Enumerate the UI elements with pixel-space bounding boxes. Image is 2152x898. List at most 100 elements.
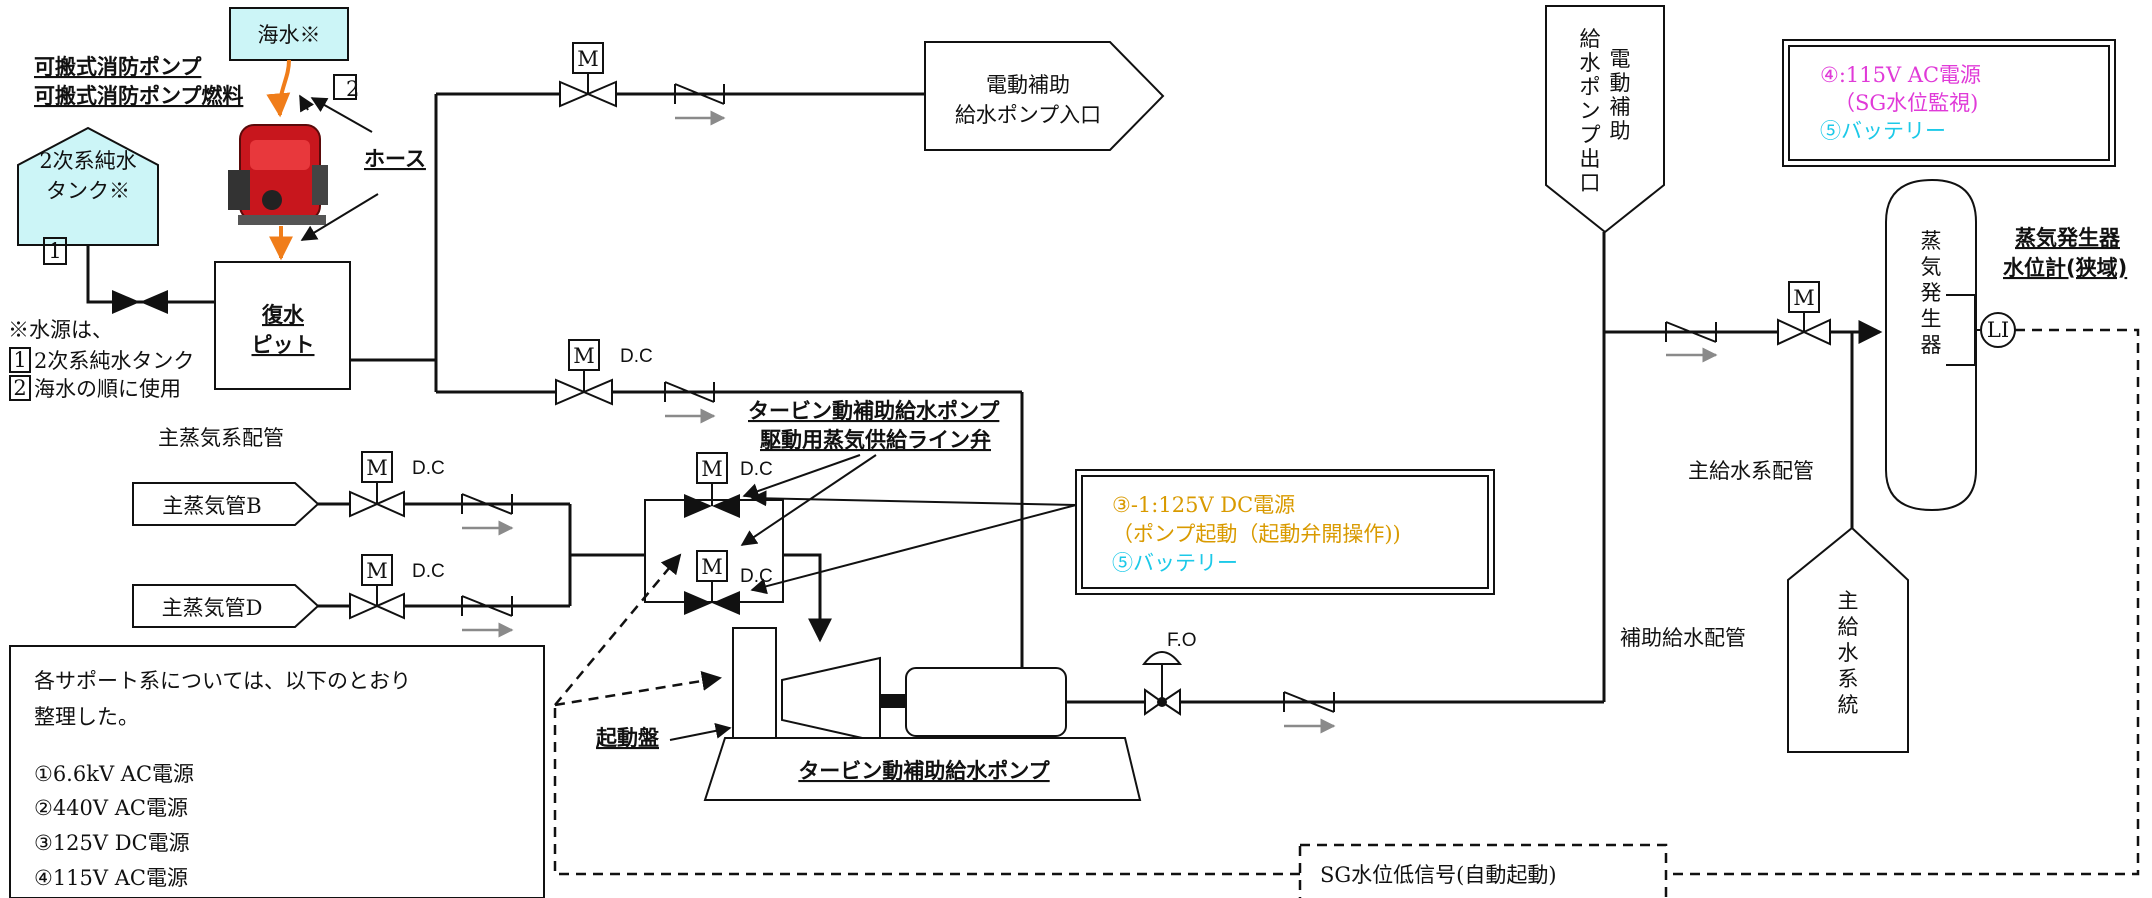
svg-text:口: 口: [1580, 171, 1601, 195]
power-125v-line1: ③-1:125V DC電源: [1112, 493, 1295, 517]
svg-text:D.C: D.C: [412, 561, 445, 582]
main-steam-d: 主蒸気管D: [132, 584, 320, 628]
starter-panel-label: 起動盤: [595, 726, 660, 750]
water-note-title: ※水源は、: [8, 318, 113, 342]
motor-valve-lower: M D.C: [555, 339, 653, 406]
num1-label: 1: [48, 239, 61, 263]
main-feed-system: 主 給 水 系 統: [1787, 526, 1909, 753]
num2-seawater: 2: [346, 77, 359, 101]
svg-text:水: 水: [1838, 641, 1859, 665]
portable-pump-image: [228, 124, 328, 225]
svg-text:発: 発: [1921, 281, 1942, 305]
svg-text:D.C: D.C: [740, 459, 773, 480]
motor-valve-upper: M: [559, 42, 617, 108]
svg-text:主: 主: [1838, 589, 1859, 613]
svg-text:M: M: [577, 47, 599, 71]
svg-text:M: M: [701, 555, 723, 579]
svg-text:M: M: [573, 344, 595, 368]
svg-text:主蒸気管B: 主蒸気管B: [162, 494, 261, 518]
steam-generator: 蒸 気 発 生 器: [1885, 178, 1977, 512]
power-115v-line2: （SG水位監視): [1834, 91, 1978, 115]
svg-text:水: 水: [1580, 51, 1601, 75]
power-115v-line1: ④:115V AC電源: [1820, 63, 1981, 87]
pure-water-label-2: タンク※: [46, 179, 130, 203]
power-box-115v: ④:115V AC電源 （SG水位監視) ⑤バッテリー: [1782, 39, 2116, 167]
motor-valve-steam-b: M D.C: [349, 451, 445, 518]
svg-text:動: 動: [1610, 71, 1631, 95]
support-note-line2: 整理した。: [34, 705, 139, 729]
svg-text:器: 器: [1921, 333, 1942, 357]
support-item-1: ①6.6kV AC電源: [34, 762, 194, 786]
svg-text:D.C: D.C: [620, 346, 653, 367]
svg-text:M: M: [701, 457, 723, 481]
support-item-3: ③125V DC電源: [34, 831, 190, 855]
main-feed-piping-label: 主給水系配管: [1688, 459, 1814, 483]
check-valve-steam-b: [461, 493, 514, 536]
svg-text:M: M: [366, 559, 388, 583]
starter-panel-box: [732, 627, 777, 739]
check-valve-sg-feed: [1665, 321, 1718, 363]
portable-pump-label: 可搬式消防ポンプ: [34, 55, 202, 79]
main-steam-b: 主蒸気管B: [132, 482, 320, 526]
svg-text:プ: プ: [1580, 123, 1601, 147]
water-note-2: 海水の順に使用: [34, 377, 181, 401]
motor-pump-inlet-label-2: 給水ポンプ入口: [955, 103, 1101, 127]
svg-text:出: 出: [1580, 147, 1601, 171]
svg-text:助: 助: [1610, 119, 1631, 143]
seawater-label: 海水※: [258, 23, 321, 47]
manual-valve-pure-water: [112, 290, 168, 314]
sg-level-label-1: 蒸気発生器: [2015, 226, 2121, 250]
condensate-pit: 復水 ピット: [214, 261, 351, 390]
svg-text:電: 電: [1610, 47, 1631, 71]
motor-pump-outlet: 給 水 ポ ン プ 出 口 電 動 補 助: [1545, 5, 1665, 234]
svg-text:主蒸気管D: 主蒸気管D: [162, 596, 263, 620]
aux-feed-piping-label: 補助給水配管: [1620, 626, 1746, 650]
check-valve-steam-d: [461, 595, 514, 638]
sg-low-signal-box: [1298, 843, 1668, 898]
svg-text:ポ: ポ: [1580, 75, 1601, 99]
num1-box: [43, 237, 67, 265]
portable-pump-fuel-label: 可搬式消防ポンプ燃料: [34, 84, 243, 108]
turbine-pump: タービン動補助給水ポンプ: [703, 656, 1142, 801]
power-125v-line2: （ポンプ起動（起動弁開操作)): [1112, 522, 1401, 546]
turbine-steam-valve-1: M D.C: [684, 452, 773, 518]
motor-valve-steam-d: M D.C: [349, 554, 445, 620]
water-note-1: 2次系純水タンク: [34, 349, 194, 373]
svg-text:ン: ン: [1580, 99, 1601, 123]
turbine-pump-label: タービン動補助給水ポンプ: [798, 759, 1050, 783]
pit-label-1: 復水: [261, 303, 305, 327]
pure-water-tank: 2次系純水 タンク※: [17, 126, 159, 246]
motor-pump-inlet-label-1: 電動補助: [986, 73, 1070, 97]
svg-text:M: M: [366, 456, 388, 480]
seawater-tank: 海水※: [229, 7, 349, 61]
sg-level-label-2: 水位計(狭域): [2003, 256, 2127, 280]
turbine-valve-label-2: 駆動用蒸気供給ライン弁: [760, 428, 991, 452]
pit-label-2: ピット: [252, 333, 315, 357]
check-valve-upper: [674, 83, 726, 126]
check-valve-lower: [664, 381, 716, 424]
level-indicator: LI: [1980, 312, 2016, 348]
svg-text:補: 補: [1610, 95, 1631, 119]
main-steam-piping-label: 主蒸気系配管: [158, 426, 284, 450]
pure-water-label-1: 2次系純水: [39, 149, 136, 173]
svg-text:気: 気: [1921, 255, 1942, 279]
support-note-line1: 各サポート系については、以下のとおり: [34, 669, 411, 693]
svg-text:給: 給: [1838, 615, 1859, 639]
motor-pump-inlet: 電動補助 給水ポンプ入口: [924, 41, 1165, 151]
num2-box: [333, 74, 357, 100]
turbine-valve-label-1: タービン動補助給水ポンプ: [748, 399, 1000, 423]
svg-text:M: M: [1793, 286, 1815, 310]
sg-low-signal-label: SG水位低信号(自動起動): [1320, 863, 1557, 887]
support-note: 各サポート系については、以下のとおり 整理した。 ①6.6kV AC電源 ②44…: [9, 645, 545, 898]
power-box-125v: ③-1:125V DC電源 （ポンプ起動（起動弁開操作)) ⑤バッテリー: [1075, 469, 1495, 595]
svg-text:蒸: 蒸: [1921, 229, 1942, 253]
svg-text:統: 統: [1838, 693, 1859, 717]
note-num1: 1: [13, 348, 26, 372]
note-num2: 2: [13, 376, 26, 400]
support-item-2: ②440V AC電源: [34, 796, 188, 820]
svg-text:給: 給: [1580, 27, 1601, 51]
svg-text:系: 系: [1838, 667, 1859, 691]
motor-valve-sg-feed: M: [1777, 281, 1831, 346]
hose-label: ホース: [364, 147, 426, 171]
